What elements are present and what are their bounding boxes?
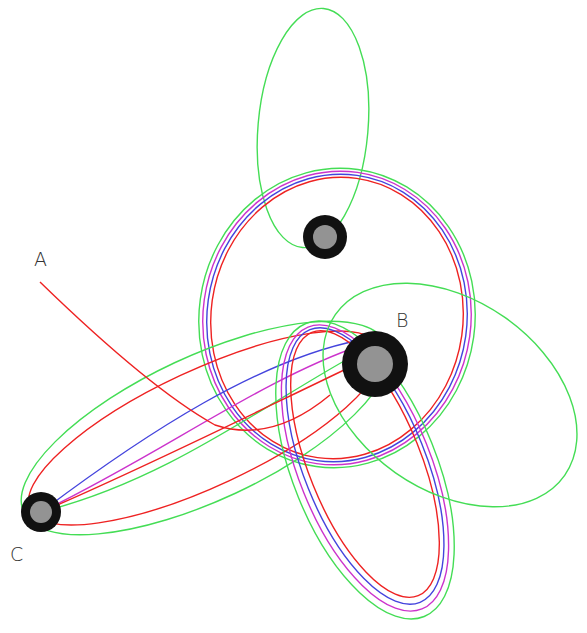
body-label: A: [34, 250, 47, 269]
body-label: C: [10, 545, 23, 564]
body-label: B: [396, 311, 408, 330]
